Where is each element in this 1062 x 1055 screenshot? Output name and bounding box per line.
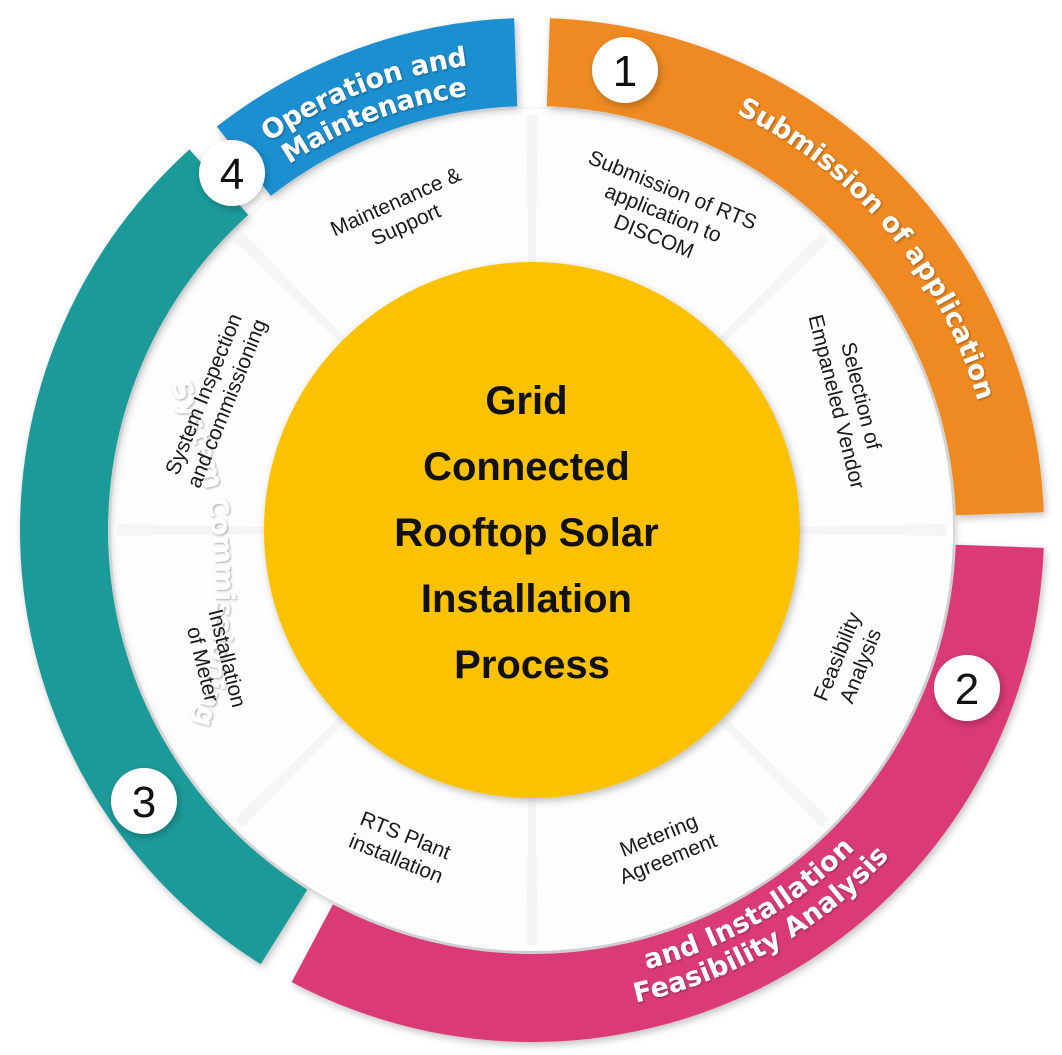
- phase-number-badge: [934, 655, 1000, 721]
- step-sector: [724, 238, 950, 527]
- center-title: Grid Connected Rooftop Solar Installatio…: [394, 379, 670, 687]
- phase-number: 3: [132, 778, 156, 827]
- step-sector: [114, 238, 340, 527]
- step-sector: [114, 533, 340, 822]
- center-circle: [264, 262, 800, 798]
- center-title-line: Installation: [421, 577, 632, 621]
- phase-number: 2: [955, 665, 979, 714]
- phase-number: 1: [613, 47, 637, 96]
- center-title-line: Connected: [423, 445, 630, 489]
- phase-band: [19, 149, 308, 965]
- phase-number-badge: [111, 768, 177, 834]
- step-sectors: [114, 112, 950, 948]
- phase-number-badge: [592, 37, 658, 103]
- step-sector: [240, 722, 529, 948]
- phase-number-badges: 1 2 3 4: [111, 37, 1000, 834]
- phase-band: [216, 18, 518, 196]
- center-title-line: Rooftop Solar: [394, 511, 658, 555]
- step-sector: [724, 533, 950, 822]
- phase-band: [291, 544, 1044, 1042]
- step-sector: [535, 722, 824, 948]
- step-sector: [535, 112, 824, 338]
- phase-number: 4: [220, 150, 244, 199]
- center-title-line: Grid: [485, 379, 567, 423]
- step-sector: [240, 112, 529, 338]
- phase-number-badge: [199, 140, 265, 206]
- center-title-line: Process: [454, 643, 610, 687]
